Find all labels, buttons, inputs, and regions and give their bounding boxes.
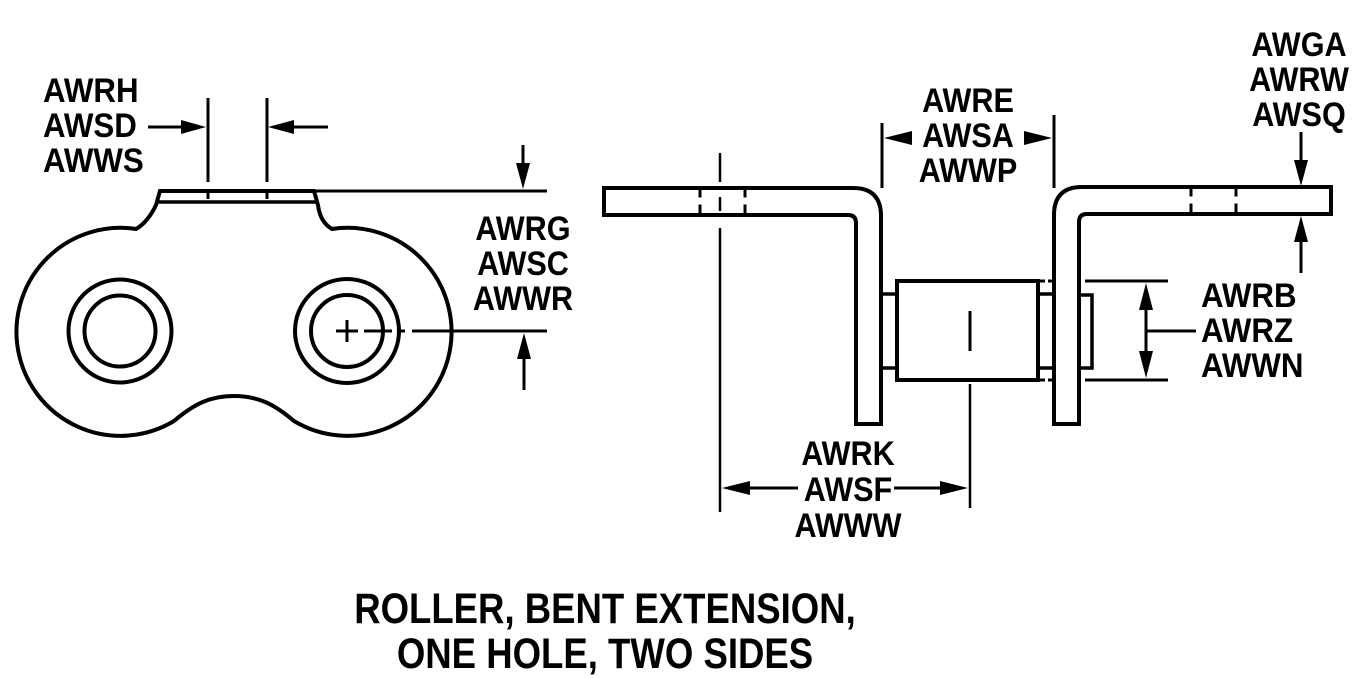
right-plate-hole-hidden-lines [1189,188,1238,212]
pin-edges [881,292,1054,370]
dim-code: AWRZ [1201,312,1294,350]
arrowhead-up-icon [1139,283,1153,310]
hole-center-cross [336,320,358,342]
left-hole-inner-circle [82,293,158,369]
dim-label-roller-diameter: AWRB AWRZ AWWN [1201,279,1304,384]
dim-code: AWGA [1251,26,1347,64]
plate-outline [14,189,454,438]
dim-hole-to-roller-center [722,481,968,495]
dim-code: AWRG [475,210,571,248]
dim-code: AWRW [1249,61,1349,99]
flat-boss-ticks [206,192,269,199]
arrowhead-left-icon [884,131,912,145]
roller [895,279,1040,382]
right-hole-outer-circle [293,277,401,385]
dim-code: AWRE [922,82,1014,120]
drawing-title-line1: ROLLER, BENT EXTENSION, [354,585,856,633]
dim-code: AWSD [43,107,137,145]
dim-roller-diameter [1085,279,1196,382]
dim-code: AWWW [794,507,902,545]
dim-code: AWWN [1201,347,1304,385]
dim-label-plate-height: AWRG AWSC AWWR [473,212,573,317]
dim-label-flat-top-width: AWRH AWSD AWWS [43,74,144,179]
arrowhead-down-icon [1139,351,1153,378]
extension-lines [880,115,1056,188]
dim-label-hole-to-roller-center: AWRK AWSF AWWW [794,436,901,544]
dim-code: AWRK [801,435,895,473]
dim-label-extension-gap: AWRE AWSA AWWP [919,84,1018,189]
arrowhead-down-icon [516,163,530,189]
dim-code: AWWP [918,152,1018,190]
arrowhead-down-icon [1294,160,1308,186]
bent-extension-left-plate [602,186,883,426]
dim-code: AWRH [43,72,139,110]
left-hole-outer-circle [66,277,174,385]
extension-lines [1085,279,1168,382]
dim-extension-thickness [1294,132,1308,273]
arrowhead-up-icon [517,333,531,359]
dim-label-extension-thickness: AWGA AWRW AWSQ [1249,28,1349,133]
arrowhead-left-icon [722,481,750,495]
roller-edge-dashdot [1038,279,1052,382]
arrowhead-left-icon [268,120,294,134]
dim-code: AWRB [1201,277,1297,315]
arrowhead-right-icon [181,120,206,134]
arrowhead-right-icon [940,481,968,495]
drawing-title-line2: ONE HOLE, TWO SIDES [396,630,814,678]
extension-lines [206,98,269,182]
bent-extension-right-plate [1052,185,1333,426]
dim-plate-height [316,145,547,390]
arrowhead-up-icon [1294,216,1308,242]
side-view-assembly [602,153,1333,512]
dim-code: AWWR [472,280,574,318]
dim-code: AWSQ [1252,96,1346,134]
dim-extension-gap [880,115,1056,188]
dim-code: AWSF [803,471,893,509]
drawing-title: ROLLER, BENT EXTENSION, ONE HOLE, TWO SI… [354,587,856,677]
dim-flat-top-width [148,98,328,182]
arrowhead-right-icon [1024,131,1052,145]
dim-code: AWSC [477,245,569,283]
dim-code: AWSA [922,117,1014,155]
front-view-link-plate [14,189,547,438]
left-plate-hole-hidden-lines [698,189,747,213]
dim-code: AWWS [43,142,144,180]
pin-end-protrusion [1079,293,1094,370]
